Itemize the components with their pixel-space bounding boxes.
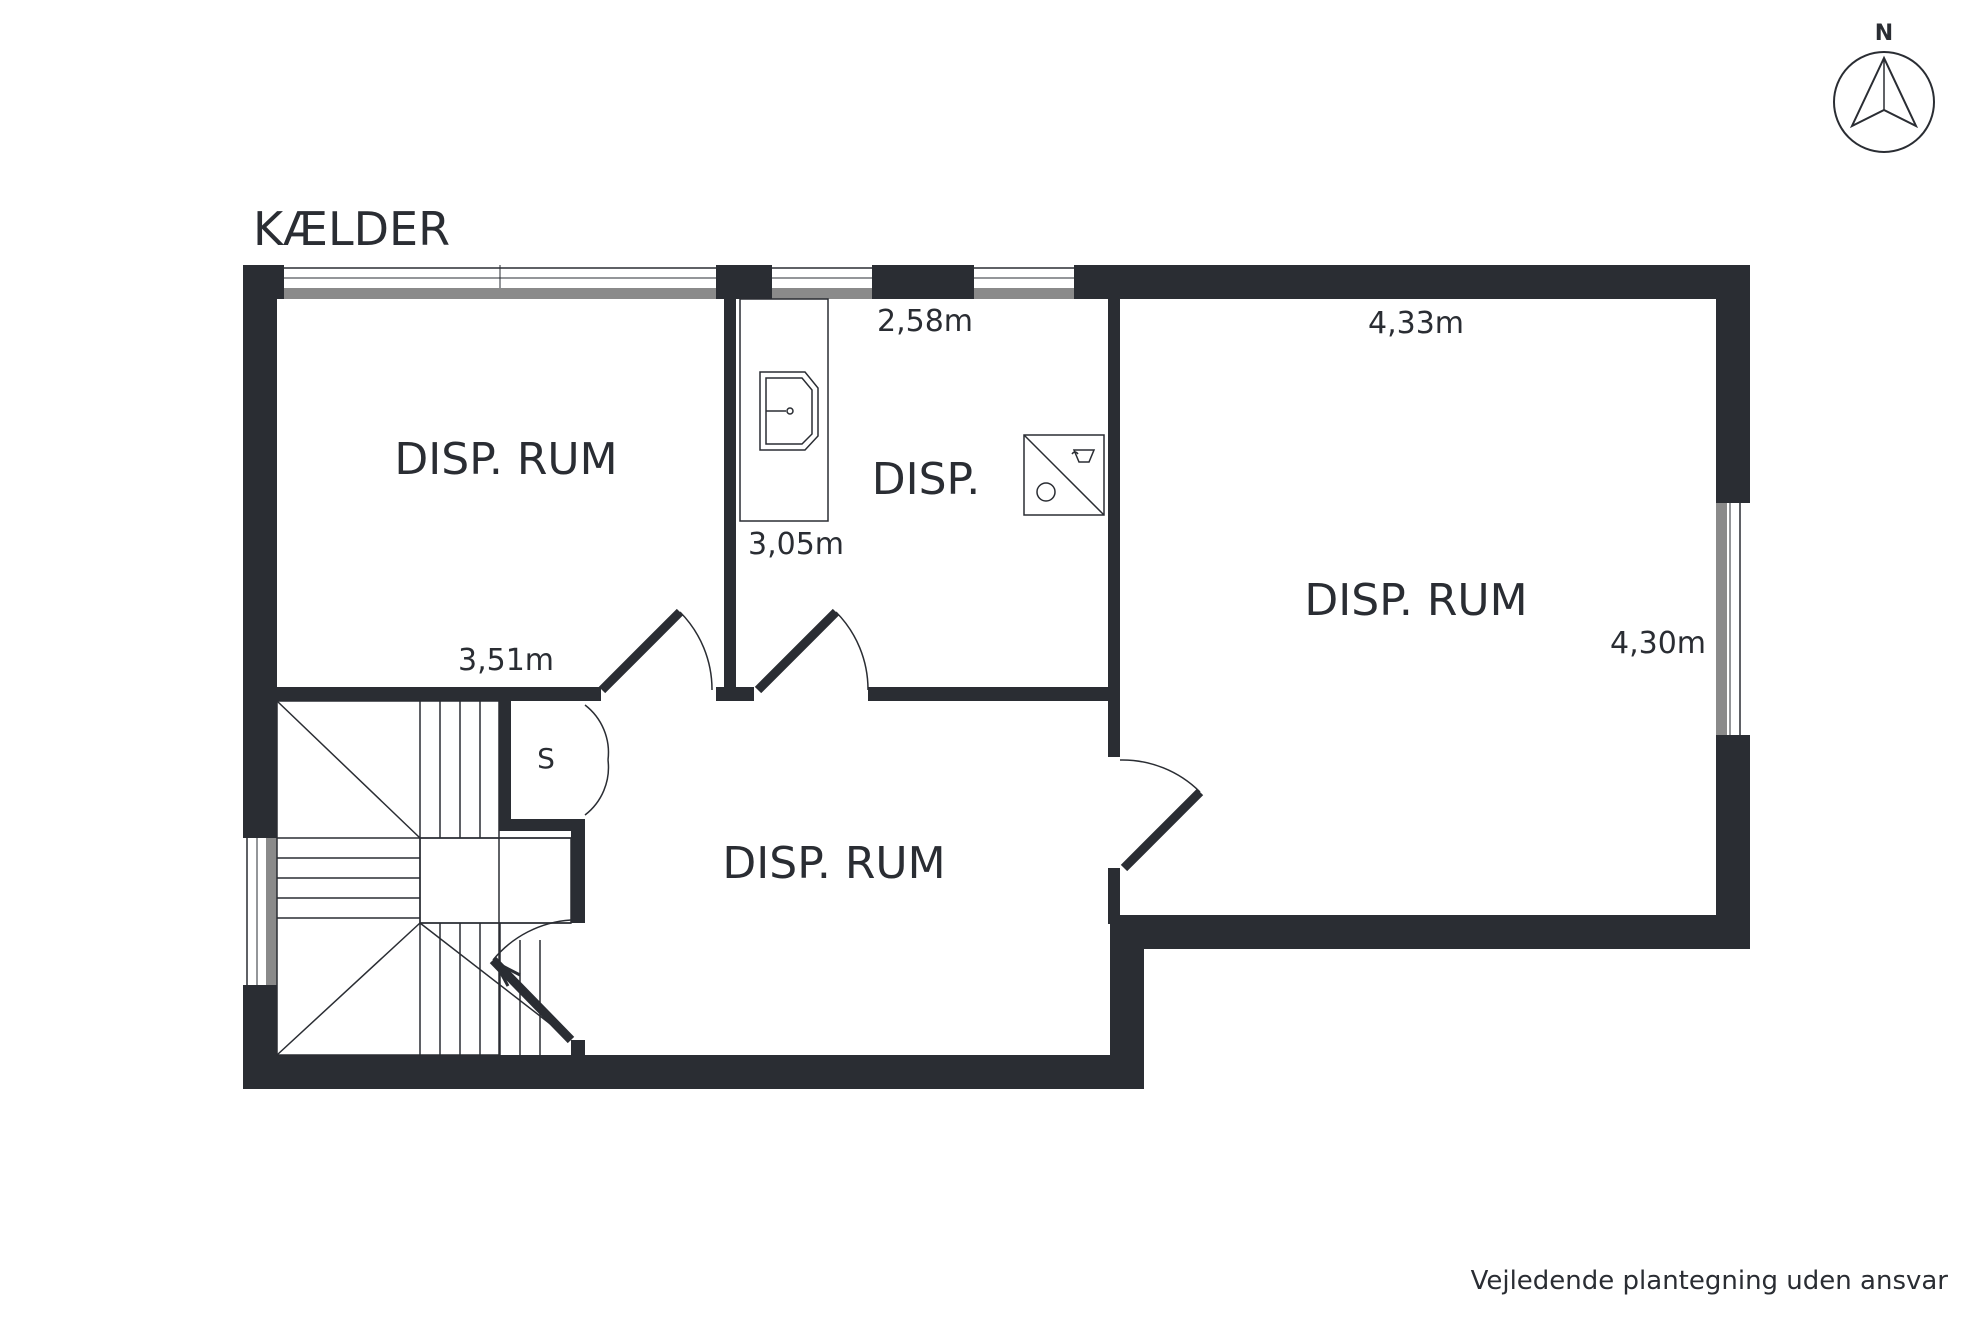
doors xyxy=(489,608,1204,1044)
north-arrow-icon xyxy=(1833,51,1935,153)
dimension-label: 3,51m xyxy=(458,643,554,678)
dimension-label: 3,05m xyxy=(748,527,844,562)
room-label-top-left: DISP. RUM xyxy=(394,434,617,485)
sink-icon xyxy=(739,298,829,522)
staircase-icon xyxy=(276,700,572,1056)
exterior-walls xyxy=(243,265,1750,1089)
north-label: N xyxy=(1875,21,1893,46)
room-label-right: DISP. RUM xyxy=(1304,575,1527,626)
dimension-label: 4,33m xyxy=(1368,306,1464,341)
interior-walls xyxy=(277,265,1120,1057)
windows xyxy=(243,265,1750,985)
room-label-disp: DISP. xyxy=(872,454,980,505)
room-label-closet: S xyxy=(537,742,555,775)
washing-machine-icon xyxy=(1023,434,1105,516)
disclaimer-text: Vejledende plantegning uden ansvar xyxy=(1471,1266,1949,1296)
room-label-hall: DISP. RUM xyxy=(722,838,945,889)
dimension-label: 4,30m xyxy=(1610,626,1706,661)
floor-title: KÆLDER xyxy=(253,202,450,256)
dimension-label: 2,58m xyxy=(877,304,973,339)
